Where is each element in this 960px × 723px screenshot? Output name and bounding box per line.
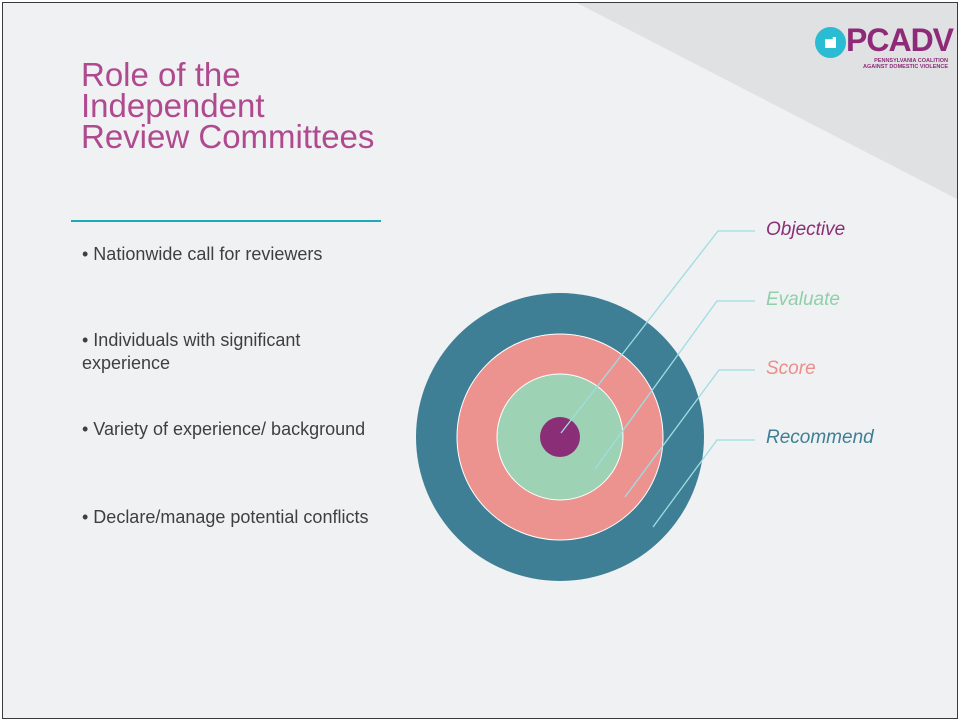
pcadv-logo: PCADV PENNSYLVANIA COALITION AGAINST DOM… (815, 22, 954, 85)
slide-title: Role of the Independent Review Committee… (81, 56, 375, 155)
label-objective: Objective (766, 219, 846, 240)
bullet-item: • Variety of experience/ background (82, 419, 366, 439)
corner-decoration (577, 3, 957, 199)
bullet-item: • Declare/manage potential conflicts (82, 507, 369, 527)
bullet-item: • Individuals with significant experienc… (82, 330, 301, 373)
bullet-item: • Nationwide call for reviewers (82, 244, 323, 264)
label-evaluate: Evaluate (766, 289, 840, 310)
logo-tagline-line2: AGAINST DOMESTIC VIOLENCE (863, 64, 948, 70)
target-diagram (416, 230, 755, 581)
ring-objective (540, 417, 580, 457)
logo-tagline: PENNSYLVANIA COALITION AGAINST DOMESTIC … (848, 58, 948, 70)
label-recommend: Recommend (766, 427, 874, 448)
leader-line-evaluate (594, 300, 755, 470)
label-score: Score (766, 358, 816, 379)
leader-lines (560, 230, 755, 528)
leader-line-objective (560, 230, 755, 434)
logo-tagline-line1: PENNSYLVANIA COALITION (874, 58, 948, 64)
leader-line-recommend (652, 439, 755, 528)
title-underline (71, 220, 381, 222)
logo-wordmark: PCADV (846, 22, 954, 58)
leader-line-score (624, 369, 755, 498)
keystone-icon (815, 27, 846, 58)
